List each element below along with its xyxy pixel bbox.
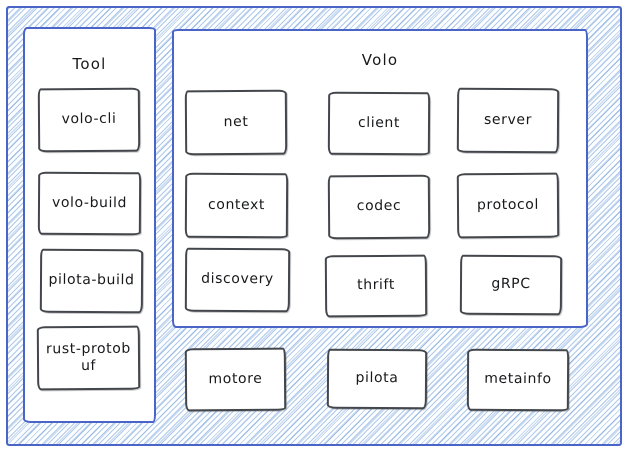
tool-panel-title: Tool (72, 55, 107, 73)
node-label: server (483, 111, 533, 128)
node-label: gRPC (491, 276, 531, 293)
node-label: pilota-build (48, 271, 135, 289)
node-codec: codec (327, 174, 431, 240)
node-label: discovery (201, 271, 274, 288)
node-label: protocol (476, 196, 540, 213)
node-label: codec (356, 198, 402, 215)
node-discovery: discovery (184, 247, 291, 313)
node-client: client (327, 91, 431, 156)
volo-panel: Volo net client server context codec pro… (172, 29, 588, 328)
node-protocol: protocol (456, 172, 560, 239)
node-pilota: pilota (326, 348, 428, 410)
node-label: client (357, 114, 401, 131)
node-rust-protobuf: rust-protobuf (36, 325, 141, 391)
node-volo-build: volo-build (37, 171, 142, 236)
node-volo-cli: volo-cli (37, 87, 141, 153)
node-metainfo: metainfo (466, 348, 570, 412)
tool-panel: Tool volo-cli volo-build pilota-build ru… (23, 27, 156, 423)
node-thrift: thrift (324, 254, 428, 318)
node-server: server (456, 87, 560, 154)
node-label: rust-protobuf (45, 340, 131, 375)
node-motore: motore (184, 347, 287, 412)
node-label: volo-build (51, 194, 128, 211)
node-label: context (207, 196, 266, 213)
node-pilota-build: pilota-build (39, 248, 144, 314)
node-context: context (184, 172, 289, 239)
hatched-frame: Tool volo-cli volo-build pilota-build ru… (6, 6, 622, 446)
node-label: metainfo (484, 371, 552, 388)
node-label: net (223, 113, 249, 130)
node-label: volo-cli (61, 111, 117, 128)
node-label: motore (208, 370, 263, 387)
node-label: pilota (355, 370, 399, 387)
node-net: net (184, 89, 288, 156)
volo-panel-title: Volo (361, 51, 399, 69)
node-label: thrift (357, 277, 395, 294)
node-grpc: gRPC (459, 254, 563, 316)
